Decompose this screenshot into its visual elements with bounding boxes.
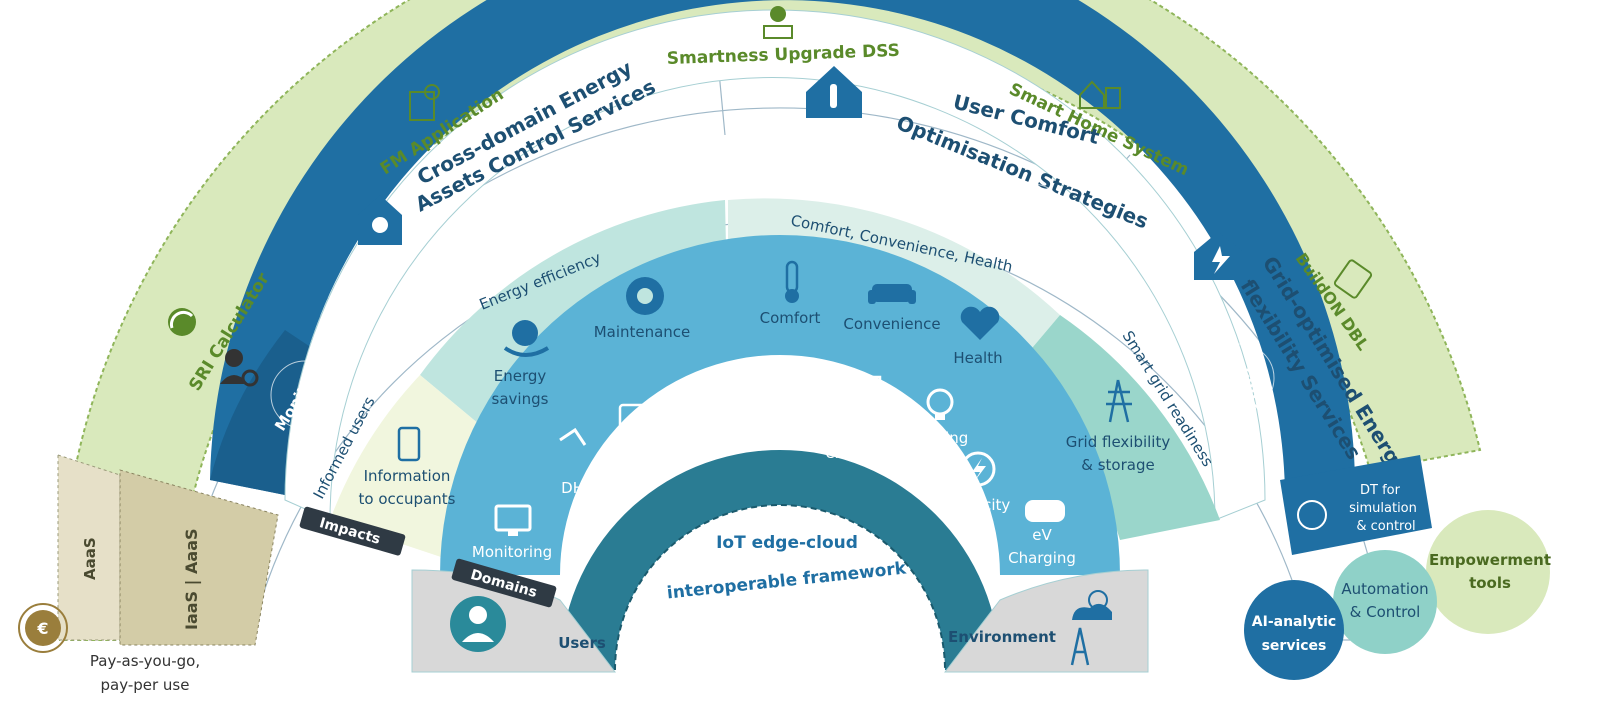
maintenance-item: Maintenance bbox=[594, 277, 691, 341]
smart-home-icon bbox=[1079, 80, 1121, 109]
payg-line1: Pay-as-you-go, bbox=[90, 652, 200, 670]
grid-flexibility-line2: & storage bbox=[1081, 456, 1154, 474]
snowflake-icon: ❄ bbox=[691, 380, 716, 415]
domain-lighting-label: Lighting bbox=[908, 429, 969, 447]
dt-simulation-box: DT for simulation & control bbox=[1280, 455, 1432, 555]
domain-ev-line1: eV bbox=[1032, 526, 1052, 544]
grid-flexibility-item: Grid flexibility & storage bbox=[1066, 379, 1171, 474]
domain-heating-label: Heating bbox=[609, 446, 668, 464]
automation-bubble: Automation & Control bbox=[1333, 550, 1437, 654]
comfort-label: Comfort bbox=[760, 309, 821, 327]
dt-line3: & control bbox=[1356, 519, 1415, 534]
domain-cooling: ❄ Cooling bbox=[676, 380, 732, 440]
ai-analytic-bubble: AI-analytic services bbox=[1244, 580, 1344, 680]
energy-savings-line2: savings bbox=[492, 390, 549, 408]
green-application-band bbox=[58, 0, 1482, 641]
empowerment-line1: Empowerment bbox=[1429, 551, 1551, 569]
svg-text:€: € bbox=[36, 619, 48, 638]
iot-edge-cloud: IoT edge-cloud bbox=[716, 533, 858, 553]
antenna-icon bbox=[1070, 627, 1090, 666]
interoperable-framework: interoperable framework bbox=[666, 558, 908, 603]
fm-building-icon bbox=[409, 84, 440, 121]
core-ring bbox=[560, 450, 1000, 671]
domain-ventilation-label: Ventilation bbox=[750, 399, 830, 417]
users-label: Users bbox=[558, 634, 606, 652]
convenience-label: Convenience bbox=[843, 315, 940, 333]
function-fault-line2: detection bbox=[725, 164, 805, 182]
domain-dynamic-envelope-line2: envelope bbox=[826, 444, 895, 462]
automation-line2: & Control bbox=[1350, 603, 1421, 621]
function-fault-line1: Fault bbox=[744, 142, 786, 160]
convenience-item: Convenience bbox=[843, 284, 941, 333]
domain-monitoring-label: Monitoring bbox=[472, 543, 552, 561]
domain-heating: Heating bbox=[609, 403, 668, 464]
dt-line2: simulation bbox=[1349, 501, 1417, 516]
domain-electricity-label: Electricity bbox=[936, 496, 1011, 514]
maintenance-label: Maintenance bbox=[594, 323, 691, 341]
domain-lighting: Lighting bbox=[908, 388, 969, 447]
information-line2: to occupants bbox=[359, 490, 456, 508]
domains-ring bbox=[440, 235, 1120, 575]
domain-dynamic-envelope: Dynamic envelope bbox=[826, 375, 895, 462]
ai-line1: AI-analytic bbox=[1252, 614, 1336, 630]
house-leaf-icon bbox=[358, 195, 402, 245]
domain-ventilation: Ventilation bbox=[750, 359, 830, 417]
grid-flexibility-line1: Grid flexibility bbox=[1066, 433, 1171, 451]
user-settings-icon bbox=[220, 349, 259, 387]
tablet-icon bbox=[1333, 259, 1373, 299]
aaas-label: AaaS bbox=[81, 537, 99, 580]
comfort-item: Comfort bbox=[760, 260, 821, 327]
domain-dhw-label: DHW bbox=[561, 479, 599, 497]
sri-gauge-icon bbox=[168, 308, 196, 336]
energy-savings-item: Energy savings bbox=[492, 320, 550, 408]
health-label: Health bbox=[953, 349, 1002, 367]
empowerment-line2: tools bbox=[1469, 574, 1511, 592]
domain-ev-line2: Charging bbox=[1008, 549, 1076, 567]
empowerment-bubble: Empowerment tools bbox=[1426, 510, 1551, 634]
dt-line1: DT for bbox=[1360, 483, 1401, 498]
information-item: Information to occupants bbox=[359, 426, 456, 508]
house-lightning-icon bbox=[1194, 232, 1244, 280]
payg-line2: pay-per use bbox=[101, 676, 190, 694]
house-thermometer-icon bbox=[806, 66, 862, 118]
business-model-panels bbox=[57, 454, 279, 646]
domain-monitoring: Monitoring bbox=[472, 504, 552, 561]
automation-line1: Automation bbox=[1341, 580, 1428, 598]
ai-line2: services bbox=[1262, 638, 1327, 654]
health-item: Health bbox=[953, 306, 1003, 367]
information-line1: Information bbox=[364, 467, 451, 485]
environment-label: Environment bbox=[948, 628, 1056, 646]
weather-cloud-icon bbox=[1072, 590, 1112, 620]
gear-checklist-icon bbox=[763, 6, 793, 39]
domain-electricity: Electricity bbox=[936, 451, 1011, 514]
user-avatar-icon bbox=[450, 596, 506, 652]
energy-savings-line1: Energy bbox=[494, 367, 547, 385]
domain-dhw: DHW bbox=[559, 427, 599, 497]
domain-ev-charging: eV Charging bbox=[1008, 500, 1076, 567]
iaas-label: IaaS | AaaS bbox=[182, 528, 202, 630]
domain-cooling-label: Cooling bbox=[676, 422, 732, 440]
euro-coin-icon: € bbox=[18, 603, 68, 653]
domain-dynamic-envelope-line1: Dynamic bbox=[827, 421, 893, 439]
